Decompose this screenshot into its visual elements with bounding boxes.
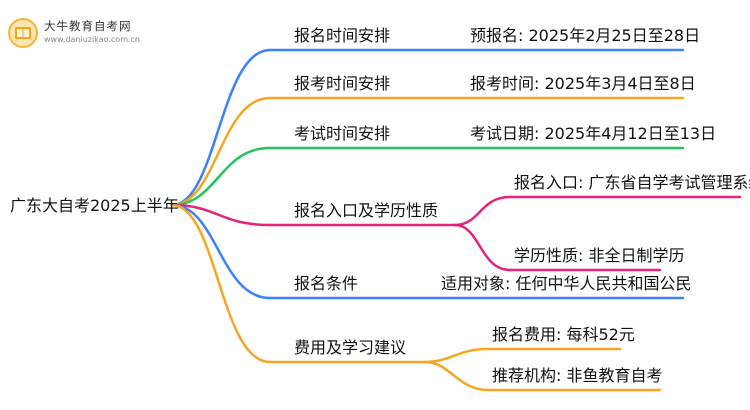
branch-connector-4 [170, 203, 272, 227]
branch-label-1: 报名时间安排 [294, 26, 391, 45]
sub-connector-4-2 [453, 223, 512, 272]
branch-connector-3 [170, 146, 272, 207]
branch-5-child-1: 适用对象: 任何中华人民共和国公民 [441, 274, 692, 293]
branch-4-child-2: 学历性质: 非全日制学历 [514, 246, 685, 265]
sub-connector-6-2 [423, 360, 490, 392]
branch-connector-1 [170, 48, 272, 207]
branch-6-child-1: 报名费用: 每科52元 [492, 325, 635, 344]
book-icon [15, 27, 31, 39]
branch-label-3: 考试时间安排 [294, 124, 391, 143]
branch-2-child-1: 报考时间: 2025年3月4日至8日 [470, 74, 696, 93]
branch-label-5: 报名条件 [294, 274, 359, 293]
branch-1-child-1: 预报名: 2025年2月25日至28日 [470, 26, 701, 45]
branch-connector-5 [170, 203, 272, 300]
branch-3-child-1: 考试日期: 2025年4月12日至13日 [470, 124, 717, 143]
logo-site-url: www.daniuzikao.com.cn [44, 35, 140, 44]
branch-6-child-2: 推荐机构: 非鱼教育自考 [492, 366, 663, 385]
sub-connector-4-1 [453, 195, 512, 227]
logo-badge [8, 18, 38, 48]
branch-label-2: 报考时间安排 [294, 74, 391, 93]
branch-4-child-1: 报名入口: 广东省自学考试管理系统 [514, 173, 750, 192]
sub-connector-6-1 [423, 347, 490, 364]
site-logo: 大牛教育自考网 www.daniuzikao.com.cn [8, 16, 140, 50]
branch-connector-2 [170, 96, 272, 207]
mindmap-root: 广东大自考2025上半年 [10, 196, 179, 215]
branch-label-4: 报名入口及学历性质 [294, 201, 439, 220]
branch-connector-6 [170, 203, 272, 364]
branch-label-6: 费用及学习建议 [294, 338, 407, 357]
logo-site-name: 大牛教育自考网 [44, 19, 132, 33]
